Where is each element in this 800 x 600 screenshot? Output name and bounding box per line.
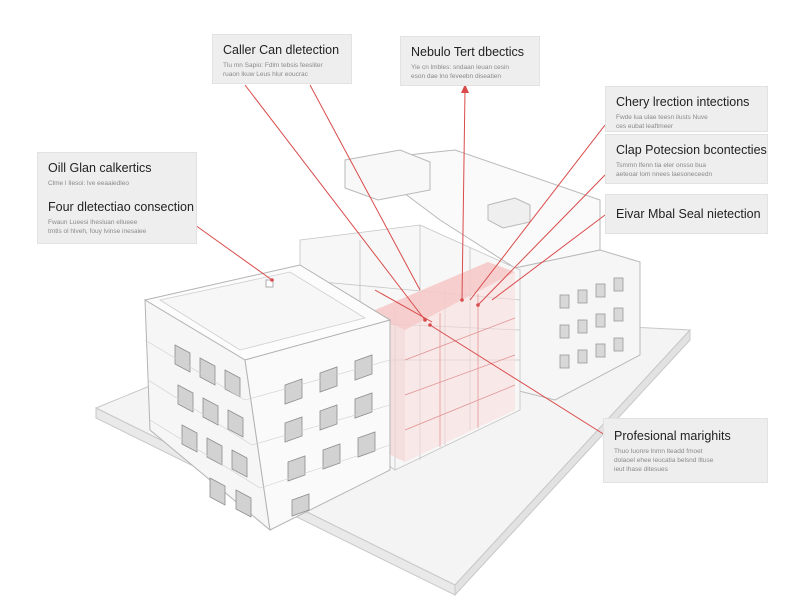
front-wing-windows [174, 344, 376, 518]
callout-line: tmtls ol hlveh, fouy lvinse inesaiee [48, 228, 147, 235]
callout-line: Tsmmn lfenn tia eler onsso bua [616, 162, 706, 169]
callout-line: ces eubat leaftmeer [616, 123, 674, 130]
callout-line: Fwaun Lueesi lhesluan ellueee [48, 219, 138, 226]
leader-endpoints [270, 278, 480, 327]
callout-chery: Chery lrection intections Fwde lua ulae … [605, 86, 768, 132]
callout-clap: Clap Potecsion bcontecties Tsmmn lfenn t… [605, 134, 768, 184]
callout-profesional: Profesional marighits Thuo Iuonre lnmn l… [603, 418, 768, 483]
callout-title: Caller Can dletection [223, 43, 340, 57]
leader-lines [194, 84, 606, 436]
callout-caller-can: Caller Can dletection Tlu mn Sapio: Fdlm… [212, 34, 352, 84]
callout-line: Fwde lua ulae teesn ilusts Nuve [616, 114, 708, 121]
callout-nebulo: Nebulo Tert dbectics Yie cn lmbles: snda… [400, 36, 540, 86]
callout-title: Four dletectiao consection [48, 200, 194, 214]
rear-wing-windows [559, 277, 624, 369]
callout-line: aeteoar lom nnees laesoneceedn [616, 171, 713, 178]
callout-line: dolaoel ehee leucatia belsnd lltuse [614, 457, 714, 464]
callout-line: ieut lhase ditesues [614, 466, 668, 473]
callout-line: Yie cn lmbles: sndaan leuan cesin [411, 64, 510, 71]
callout-line: Clme l Ilesoi: lve eeaaiedleo [48, 180, 129, 187]
callout-eivar: Eivar Mbal Seal nietection [605, 194, 768, 234]
callout-title: Profesional marighits [614, 429, 731, 443]
callout-line: eson dae lno feveebn diseatien [411, 73, 501, 80]
arrowhead-up [461, 84, 469, 93]
callout-title: Clap Potecsion bcontecties [616, 143, 767, 157]
callout-line: Thuo Iuonre lnmn lteadd fmoet [614, 448, 703, 455]
callout-oill-four: Oill Glan calkertics Clme l Ilesoi: lve … [37, 152, 197, 244]
callout-title: Eivar Mbal Seal nietection [616, 207, 761, 221]
callout-line: ruaon lkuw Leus hlur eoucrac [223, 71, 308, 78]
callout-title: Chery lrection intections [616, 95, 750, 109]
front-wing [143, 264, 392, 532]
callout-line: Tlu mn Sapio: Fdlm tebsis feesliter [223, 62, 323, 69]
callout-title: Oill Glan calkertics [48, 161, 152, 175]
callout-title: Nebulo Tert dbectics [411, 45, 525, 59]
rear-wing [344, 149, 641, 401]
